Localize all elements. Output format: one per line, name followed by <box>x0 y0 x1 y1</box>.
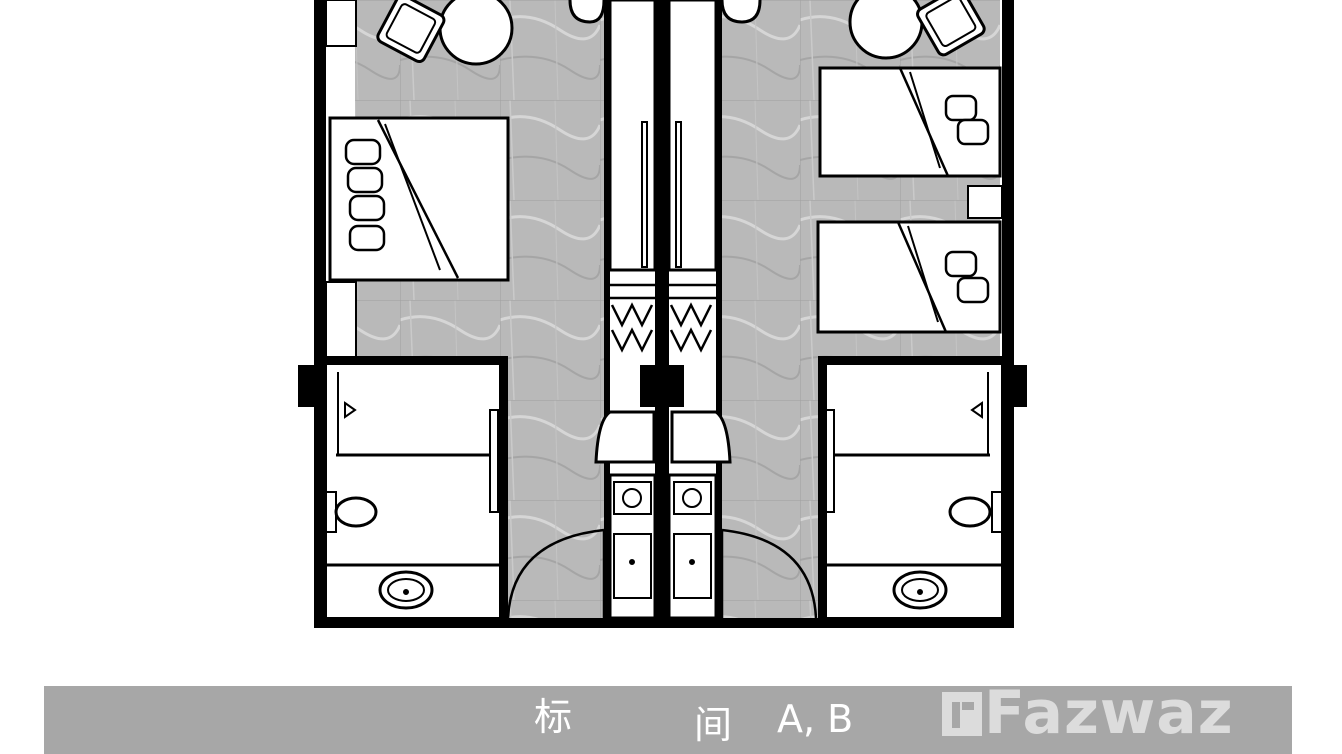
left-table-chair <box>376 0 606 66</box>
watermark: Fazwaz <box>936 678 1292 754</box>
right-bathroom <box>825 363 1003 619</box>
left-bathroom <box>325 363 501 619</box>
caption-bar: 标 间 A, B <box>44 686 1292 754</box>
watermark-brand: Fazwaz <box>984 678 1234 748</box>
right-twin-beds <box>816 66 1003 334</box>
caption-char-1: 标 <box>534 695 573 739</box>
right-entry-floor <box>720 360 820 625</box>
caption-units: A, B <box>777 697 854 741</box>
floor-plan <box>298 0 1027 628</box>
fazwaz-logo-icon <box>942 692 982 736</box>
pantry-counters <box>594 410 732 620</box>
entry-doors <box>506 528 818 619</box>
left-double-bed <box>328 116 510 282</box>
right-table-chair <box>720 0 986 60</box>
left-entry-floor <box>505 360 605 625</box>
caption-char-2: 间 <box>694 703 733 747</box>
wardrobes <box>608 0 718 353</box>
